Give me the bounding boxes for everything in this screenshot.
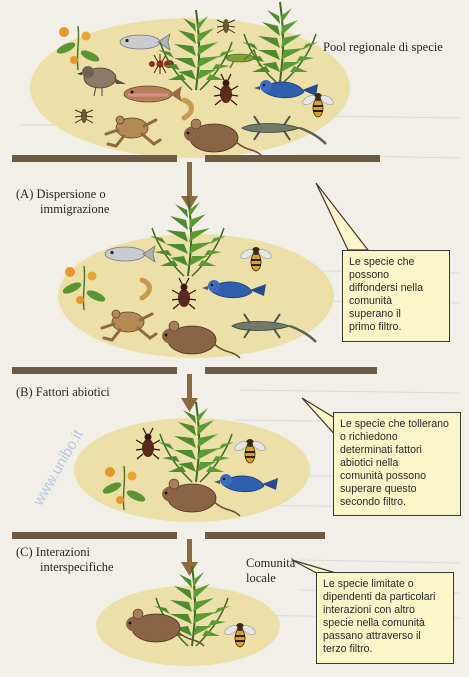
callout-line: specie nella comunità [323, 617, 447, 630]
callout-line: superare questo [340, 483, 454, 496]
arrow-b [181, 374, 198, 412]
callout-line: interazioni con altro [323, 604, 447, 617]
callout-line: dipendenti da particolari [323, 591, 447, 604]
callout-line: passano attraverso il [323, 630, 447, 643]
stage-a-label-line2: immigrazione [40, 202, 109, 216]
callout-abiotic: Le specie che tollerano o richiedono det… [333, 412, 461, 516]
stage-b-label-line1: (B) Fattori abiotici [16, 385, 110, 399]
callout-dispersal: Le specie che possono diffondersi nella … [342, 250, 450, 342]
community-label-line1: Comunità [246, 556, 295, 570]
regional-pool-group [30, 2, 350, 158]
stage-c-label-line1: (C) Interazioni [16, 545, 90, 559]
callout-line: Le specie limitate o [323, 578, 447, 591]
callout-line: terzo filtro. [323, 643, 447, 656]
callout-line: o richiedono [340, 431, 454, 444]
callout-pointers [292, 183, 368, 580]
callout-line: secondo filtro. [340, 496, 454, 509]
callout-line: superano il [349, 308, 443, 321]
stage-a-label-line1: (A) Dispersione o [16, 187, 106, 201]
community-label-line2: locale [246, 571, 276, 585]
callout-line: abiotici nella [340, 457, 454, 470]
callout-line: Le specie che tollerano [340, 418, 454, 431]
callout-line: determinati fattori [340, 444, 454, 457]
dispersal-group [58, 196, 334, 358]
callout-line: primo filtro. [349, 321, 443, 334]
callout-line: diffondersi nella [349, 282, 443, 295]
arrow-c [181, 539, 198, 576]
filter-bar-b [12, 367, 377, 374]
callout-line: Le specie che [349, 256, 443, 269]
callout-line: possono [349, 269, 443, 282]
callout-line: comunità possono [340, 470, 454, 483]
filter-bar-c [12, 532, 325, 539]
callout-interactions: Le specie limitate o dipendenti da parti… [316, 572, 454, 664]
callout-line: comunità [349, 295, 443, 308]
pool-label: Pool regionale di specie [323, 40, 443, 54]
abiotic-group [74, 402, 310, 522]
stage-c-label-line2: interspecifiche [40, 560, 114, 574]
